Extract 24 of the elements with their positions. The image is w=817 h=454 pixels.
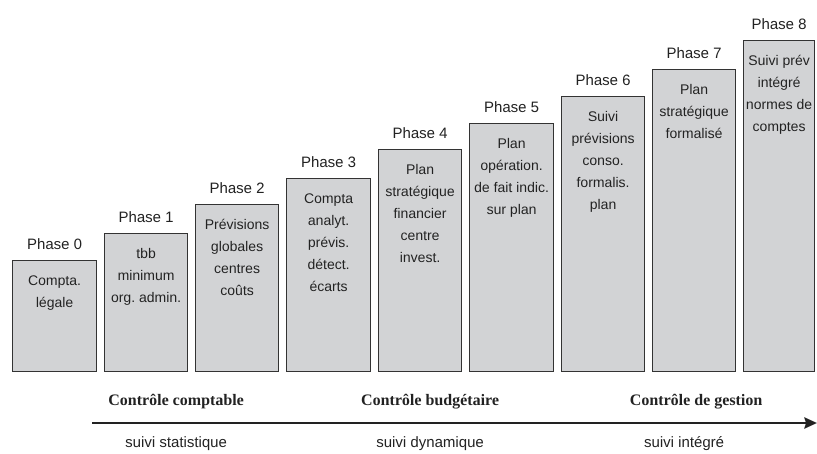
phase-title: Phase 5 (482, 99, 540, 116)
phase-description: Suivi prévisions conso. formalis. plan (570, 107, 636, 214)
follow-up-label: suivi intégré (644, 434, 724, 451)
phase-description: Compta. légale (27, 271, 82, 312)
phase-title: Phase 1 (117, 209, 175, 226)
phase-description: Plan stratégique financier centre invest. (384, 160, 456, 267)
phase-description: Compta analyt. prévis. détect. écarts (302, 189, 354, 296)
phase-title: Phase 6 (574, 72, 632, 89)
control-type-label: Contrôle de gestion (630, 392, 762, 410)
follow-up-label: suivi statistique (125, 434, 227, 451)
phase-title: Phase 8 (750, 16, 808, 33)
phase-description: tbb minimum org. admin. (110, 244, 182, 307)
phase-description: Plan stratégique formalisé (658, 80, 730, 143)
follow-up-label: suivi dynamique (376, 434, 484, 451)
phase-title: Phase 0 (26, 236, 84, 253)
phase-title: Phase 3 (300, 154, 358, 171)
phase-title: Phase 4 (391, 125, 449, 142)
phase-description: Plan opération. de fait indic. sur plan (473, 134, 550, 219)
phase-description: Prévisions globales centres coûts (204, 215, 270, 300)
control-type-label: Contrôle comptable (108, 392, 244, 410)
phase-title: Phase 2 (208, 180, 266, 197)
control-type-label: Contrôle budgétaire (361, 392, 499, 410)
phase-title: Phase 7 (665, 45, 723, 62)
phase-description: Suivi prév intégré normes de comptes (745, 51, 813, 136)
